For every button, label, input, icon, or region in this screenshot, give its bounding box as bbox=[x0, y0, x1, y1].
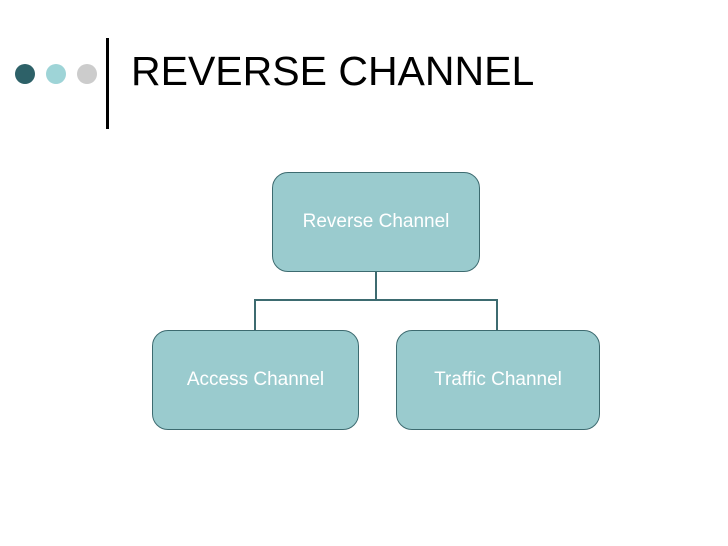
circle-dot-light-teal-icon bbox=[46, 64, 66, 84]
diagram-node-label: Reverse Channel bbox=[302, 211, 450, 232]
circle-dot-gray-icon bbox=[77, 64, 97, 84]
diagram-node-traffic-channel[interactable]: Traffic Channel bbox=[396, 330, 600, 430]
circle-dot-dark-teal-icon bbox=[15, 64, 35, 84]
page-title: REVERSE CHANNEL bbox=[131, 48, 535, 94]
decorative-dots bbox=[15, 64, 97, 84]
diagram-node-label: Access Channel bbox=[186, 369, 325, 390]
slide-header: REVERSE CHANNEL bbox=[0, 0, 728, 140]
title-divider-rule bbox=[106, 38, 109, 129]
diagram-node-label: Traffic Channel bbox=[434, 369, 562, 390]
diagram-node-reverse-channel[interactable]: Reverse Channel bbox=[272, 172, 480, 272]
diagram-node-access-channel[interactable]: Access Channel bbox=[152, 330, 359, 430]
